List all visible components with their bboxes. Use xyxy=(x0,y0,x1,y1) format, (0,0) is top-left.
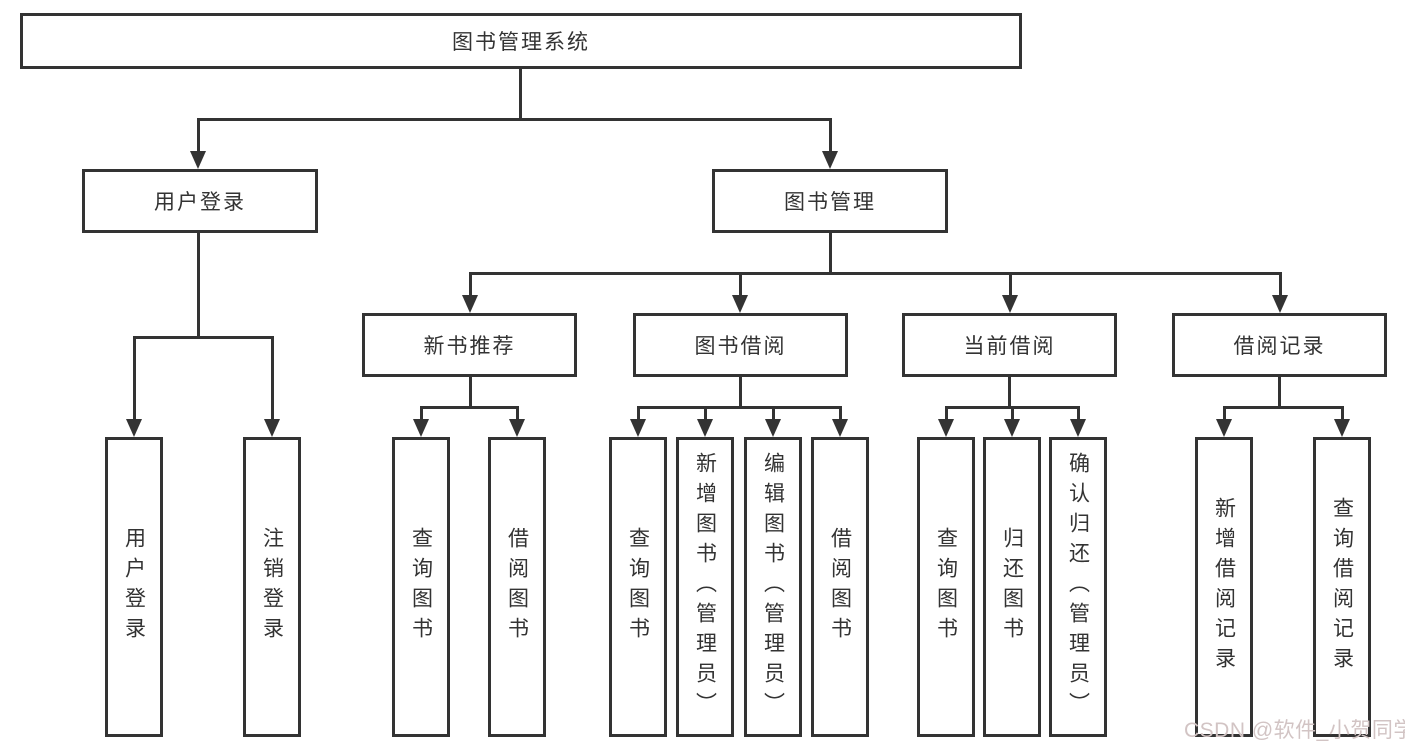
arrow-down-icon xyxy=(462,295,478,313)
node-new-book-recommend: 新书推荐 xyxy=(362,313,577,377)
node-borrow-records-label: 借阅记录 xyxy=(1233,335,1326,358)
connector-line xyxy=(1008,377,1011,406)
node-br-add-record: 新增借阅记录 xyxy=(1195,437,1253,737)
node-bb-edit-books-label: 编辑图书（管理员） xyxy=(761,452,785,722)
connector-line xyxy=(1222,406,1226,420)
connector-line xyxy=(1010,406,1014,420)
connector-line xyxy=(270,336,274,420)
connector-line xyxy=(419,406,423,420)
connector-line xyxy=(196,118,832,121)
node-bb-query-books: 查询图书 xyxy=(609,437,667,737)
connector-line xyxy=(1278,377,1281,406)
node-logout-label: 注销登录 xyxy=(260,527,284,647)
node-cb-query-books-label: 查询图书 xyxy=(934,527,958,647)
arrow-down-icon xyxy=(938,419,954,437)
arrow-down-icon xyxy=(1272,295,1288,313)
arrow-down-icon xyxy=(630,419,646,437)
connector-line xyxy=(828,118,832,152)
node-book-management-label: 图书管理 xyxy=(784,191,876,214)
connector-line xyxy=(703,406,707,420)
arrow-down-icon xyxy=(264,419,280,437)
node-current-borrow: 当前借阅 xyxy=(902,313,1117,377)
node-user-login-action-label: 用户登录 xyxy=(122,527,146,647)
connector-line xyxy=(1222,406,1344,409)
node-bb-query-books-label: 查询图书 xyxy=(626,527,650,647)
arrow-down-icon xyxy=(1002,295,1018,313)
node-nb-borrow-books: 借阅图书 xyxy=(488,437,546,737)
connector-line xyxy=(838,406,842,420)
arrow-down-icon xyxy=(765,419,781,437)
arrow-down-icon xyxy=(509,419,525,437)
watermark-text: CSDN @软件_小贺同学 xyxy=(1184,719,1405,742)
node-br-add-record-label: 新增借阅记录 xyxy=(1212,497,1236,677)
node-cb-query-books: 查询图书 xyxy=(917,437,975,737)
node-cb-confirm-return: 确认归还（管理员） xyxy=(1049,437,1107,737)
connector-line xyxy=(468,377,472,406)
arrow-down-icon xyxy=(126,419,142,437)
connector-line xyxy=(738,272,742,296)
node-bb-borrow-books-label: 借阅图书 xyxy=(828,527,852,647)
arrow-down-icon xyxy=(832,419,848,437)
node-cb-return-books-label: 归还图书 xyxy=(1000,527,1024,647)
connector-line xyxy=(468,272,472,296)
node-user-login-label: 用户登录 xyxy=(154,191,246,214)
arrow-down-icon xyxy=(190,151,206,169)
node-nb-query-books-label: 查询图书 xyxy=(409,527,433,647)
connector-line xyxy=(828,233,832,272)
arrow-down-icon xyxy=(413,419,429,437)
node-book-management: 图书管理 xyxy=(712,169,948,233)
node-bb-add-books: 新增图书（管理员） xyxy=(676,437,734,737)
connector-line xyxy=(468,272,1282,275)
connector-line xyxy=(132,336,136,420)
arrow-down-icon xyxy=(732,295,748,313)
connector-line xyxy=(518,68,522,118)
connector-line xyxy=(771,406,775,420)
node-bb-borrow-books: 借阅图书 xyxy=(811,437,869,737)
connector-line xyxy=(1340,406,1344,420)
node-root-label: 图书管理系统 xyxy=(452,31,590,54)
node-current-borrow-label: 当前借阅 xyxy=(963,335,1056,358)
arrow-down-icon xyxy=(1070,419,1086,437)
connector-line xyxy=(636,406,842,409)
node-new-book-recommend-label: 新书推荐 xyxy=(423,335,516,358)
node-br-query-record-label: 查询借阅记录 xyxy=(1330,497,1354,677)
connector-line xyxy=(1008,272,1012,296)
arrow-down-icon xyxy=(697,419,713,437)
connector-line xyxy=(739,377,742,406)
connector-line xyxy=(636,406,640,420)
node-book-borrow-label: 图书借阅 xyxy=(694,335,787,358)
node-user-login-action: 用户登录 xyxy=(105,437,163,737)
node-nb-query-books: 查询图书 xyxy=(392,437,450,737)
arrow-down-icon xyxy=(1334,419,1350,437)
node-borrow-records: 借阅记录 xyxy=(1172,313,1387,377)
connector-line xyxy=(1076,406,1080,420)
node-br-query-record: 查询借阅记录 xyxy=(1313,437,1371,737)
connector-line xyxy=(944,406,948,420)
connector-line xyxy=(515,406,519,420)
connector-line xyxy=(196,233,200,336)
connector-line xyxy=(419,406,519,409)
connector-line xyxy=(1278,272,1282,296)
node-bb-edit-books: 编辑图书（管理员） xyxy=(744,437,802,737)
arrow-down-icon xyxy=(822,151,838,169)
node-user-login: 用户登录 xyxy=(82,169,318,233)
node-logout: 注销登录 xyxy=(243,437,301,737)
node-bb-add-books-label: 新增图书（管理员） xyxy=(693,452,717,722)
arrow-down-icon xyxy=(1004,419,1020,437)
node-root: 图书管理系统 xyxy=(20,13,1022,69)
node-nb-borrow-books-label: 借阅图书 xyxy=(505,527,529,647)
arrow-down-icon xyxy=(1216,419,1232,437)
node-cb-confirm-return-label: 确认归还（管理员） xyxy=(1066,452,1090,722)
connector-line xyxy=(132,336,274,339)
connector-line xyxy=(196,118,200,152)
node-cb-return-books: 归还图书 xyxy=(983,437,1041,737)
node-book-borrow: 图书借阅 xyxy=(633,313,848,377)
